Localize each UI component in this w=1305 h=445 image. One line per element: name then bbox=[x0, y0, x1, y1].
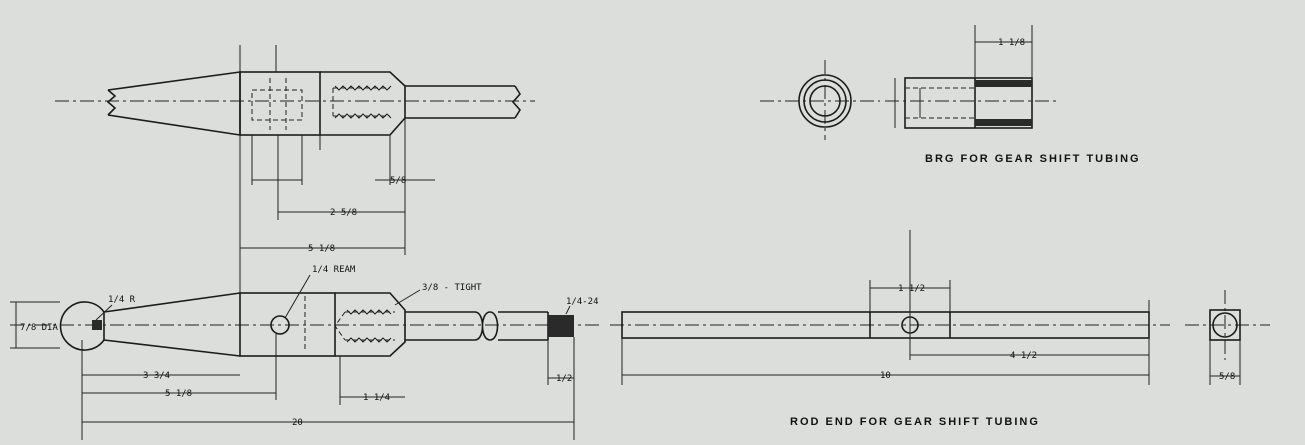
dim-5-1-8-top: 5 1/8 bbox=[308, 244, 335, 254]
tube-view: 1 1/2 4 1/2 10 5/8 ROD END FOR GEAR SHIF… bbox=[610, 230, 1270, 428]
radius-note: 1/4 R bbox=[108, 295, 136, 305]
rod-end-title: ROD END FOR GEAR SHIFT TUBING bbox=[790, 416, 1040, 428]
dim-tube-slot: 1 1/2 bbox=[898, 284, 925, 294]
threaded-end bbox=[548, 315, 574, 337]
bearing-outer bbox=[798, 74, 852, 128]
tube-break bbox=[474, 311, 499, 341]
thread-note: 1/4-24 bbox=[566, 297, 599, 307]
dim-center-len: 1 1/4 bbox=[363, 393, 390, 403]
dim-2-5-8: 2 5/8 bbox=[330, 208, 357, 218]
bearing-side bbox=[904, 77, 1033, 129]
bearing-hatch-top bbox=[975, 80, 1032, 87]
taper bbox=[103, 292, 241, 357]
side-body bbox=[239, 292, 336, 357]
thread-marks-bottom bbox=[334, 113, 392, 119]
dim-overall: 20 bbox=[292, 418, 303, 428]
dim-tube-len: 10 bbox=[880, 371, 891, 381]
bearing-hatch-bottom bbox=[975, 119, 1032, 126]
break-mark-left bbox=[106, 89, 117, 116]
dim-left-a: 3 3/4 bbox=[143, 371, 170, 381]
slot-hidden bbox=[251, 89, 303, 121]
bearing-title: BRG FOR GEAR SHIFT TUBING bbox=[925, 153, 1141, 165]
bearing-view: 1 1/8 BRG FOR GEAR SHIFT TUBING bbox=[760, 25, 1141, 165]
thread-marks-top bbox=[334, 85, 392, 91]
side-nose bbox=[335, 292, 406, 357]
ball-dia: 7/8 DIA bbox=[20, 323, 59, 333]
dim-brg-len: 1 1/8 bbox=[998, 38, 1025, 48]
dim-left-b: 5 1/8 bbox=[165, 389, 192, 399]
break-mark-right bbox=[511, 85, 521, 119]
bearing-inner bbox=[809, 85, 841, 117]
threaded-nose bbox=[320, 71, 406, 136]
ream-note: 1/4 REAM bbox=[312, 265, 356, 275]
dim-square: 5/8 bbox=[1219, 372, 1235, 382]
dim-tube-off: 4 1/2 bbox=[1010, 351, 1037, 361]
rod-end-top-view: 5/8 2 5/8 5 1/8 bbox=[55, 45, 535, 355]
tight-note: 3/8 - TIGHT bbox=[422, 283, 482, 293]
dim-top-small: 5/8 bbox=[390, 176, 406, 186]
rod-end-side-view: 1/4 REAM 3/8 - TIGHT 1/4-24 1/4 R 7/8 DI… bbox=[10, 265, 600, 440]
ream-hole bbox=[270, 315, 290, 335]
square-end bbox=[1209, 309, 1241, 341]
ball-end bbox=[59, 301, 105, 351]
dim-thread-len: 1/2 bbox=[556, 374, 572, 384]
